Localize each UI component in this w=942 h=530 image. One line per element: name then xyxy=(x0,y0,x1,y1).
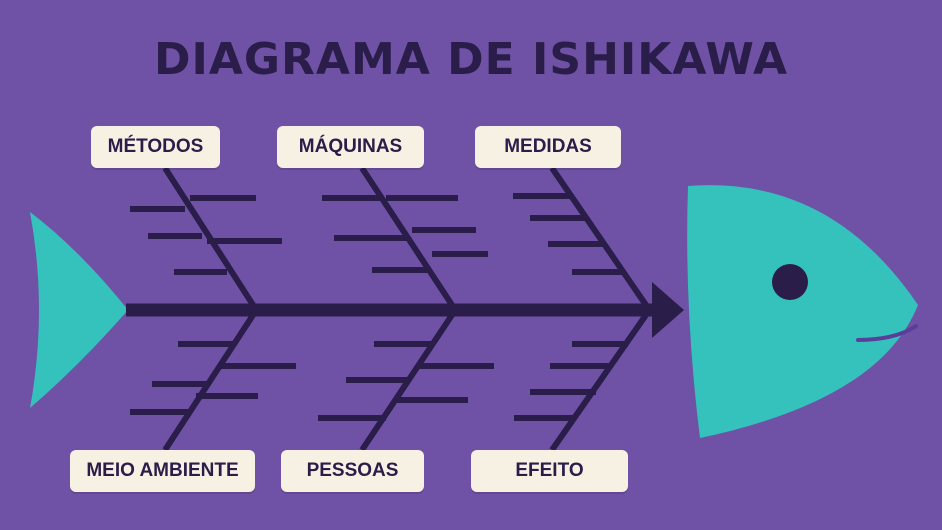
category-label-medidas: MEDIDAS xyxy=(475,126,621,168)
bone-top-3 xyxy=(549,166,651,310)
category-label-efeito: EFEITO xyxy=(471,450,628,492)
diagram-title: DIAGRAMA DE ISHIKAWA xyxy=(153,34,789,85)
category-label-maquinas: MÁQUINAS xyxy=(277,126,424,168)
category-label-metodos: MÉTODOS xyxy=(91,126,220,168)
spine-arrowhead xyxy=(652,282,684,338)
category-label-pessoas: PESSOAS xyxy=(281,450,424,492)
fish-mouth xyxy=(856,324,918,342)
category-label-meio-ambiente: MEIO AMBIENTE xyxy=(70,450,255,492)
fish-eye xyxy=(772,264,808,300)
fish-head xyxy=(687,185,918,438)
fish-tail xyxy=(30,212,128,408)
bone-bottom-3 xyxy=(549,310,651,452)
